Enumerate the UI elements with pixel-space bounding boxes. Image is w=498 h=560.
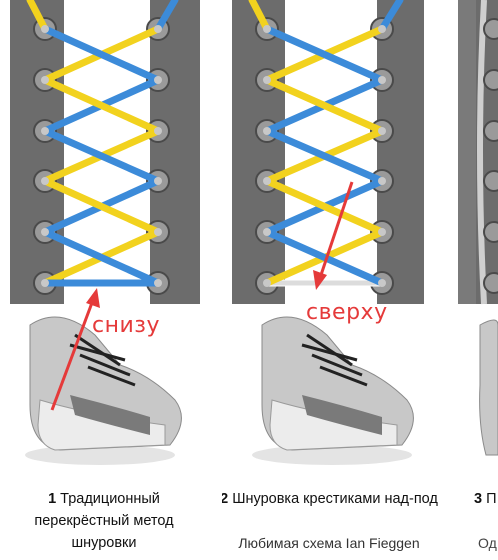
caption-1: 1 Традиционный перекрёстный метод шнуров… [4,488,204,554]
caption-number-2: 2 [222,491,229,507]
caption-title-3: П [486,491,497,507]
panel-2: сверху 2 Шнуровка крестиками над-под Люб… [222,0,450,560]
shoe-photo-3 [450,305,498,480]
caption-number-3: 3 [474,491,483,507]
arrow-label-1: снизу [92,313,160,338]
caption-subtitle-2: Любимая схема Ian Fieggen [238,535,420,551]
panel-1: снизу 1 Традиционный перекрёстный метод … [0,0,222,560]
caption-number-1: 1 [48,491,57,507]
caption-title-2: Шнуровка крестиками над-под [232,491,438,507]
caption-3: 3 П [474,488,498,510]
lacing-diagram-2 [232,0,424,304]
shoe-photo-2 [222,305,450,480]
caption-title-1: Традиционный перекрёстный метод шнуровки [34,491,174,551]
arrow-label-2: сверху [306,300,388,325]
panel-3: 3 П Од [450,0,498,560]
lacing-diagram-1 [10,0,200,304]
caption-2: 2 Шнуровка крестиками над-под [222,488,444,510]
lacing-diagram-3 [458,0,498,305]
caption-subtitle-3: Од [478,535,497,551]
